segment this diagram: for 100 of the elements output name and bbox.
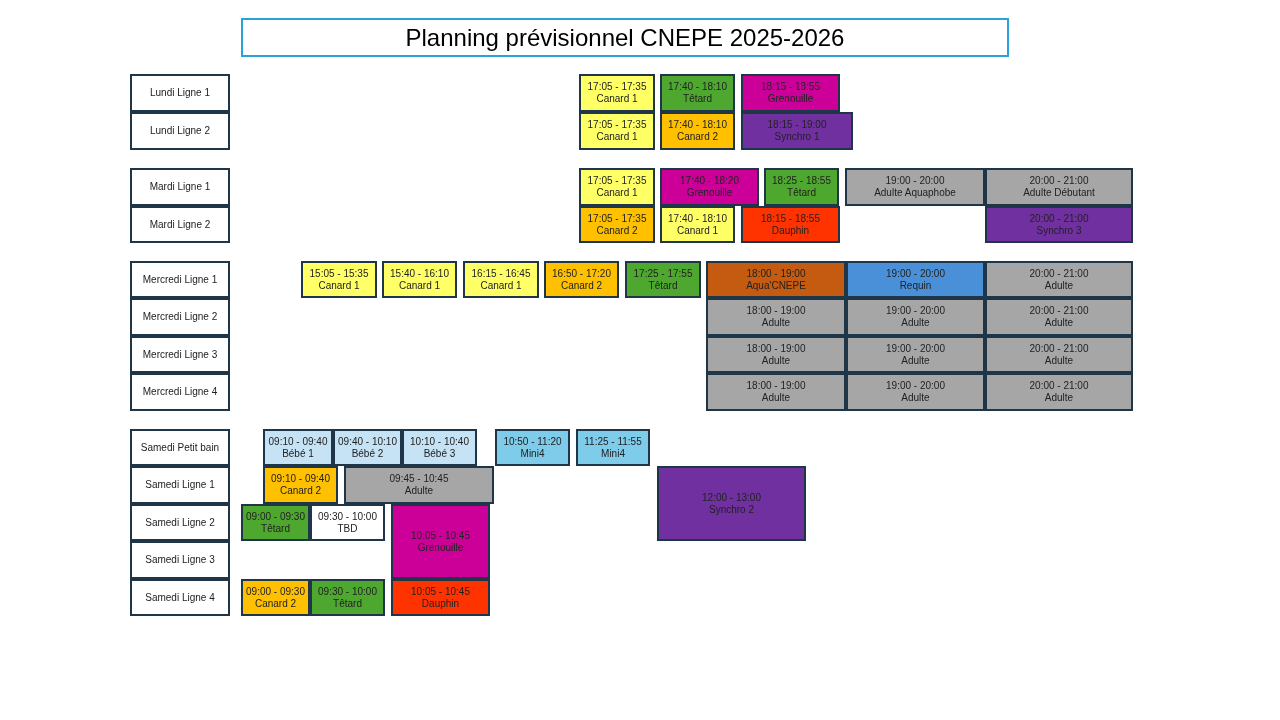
group-name: Adulte xyxy=(404,485,434,497)
time-range: 16:15 - 16:45 xyxy=(471,267,531,280)
time-range: 17:40 - 18:10 xyxy=(668,212,727,225)
session-block xyxy=(764,168,839,206)
lane-name: Mardi Ligne 2 xyxy=(149,218,211,231)
time-range: 17:05 - 17:35 xyxy=(587,175,647,187)
group-name: Adulte xyxy=(901,354,930,367)
session-block xyxy=(706,373,846,411)
session-block xyxy=(579,168,655,206)
time-range: 09:00 - 09:30 xyxy=(246,585,305,598)
lane-label-box xyxy=(130,206,230,243)
session-block xyxy=(310,504,385,541)
time-range: 10:05 - 10:45 xyxy=(411,529,470,542)
session-block xyxy=(985,336,1133,373)
time-range: 09:30 - 10:00 xyxy=(318,585,377,598)
session-block xyxy=(333,429,402,466)
time-range: 12:00 - 13:00 xyxy=(702,491,761,504)
session-block xyxy=(845,168,985,206)
lane-label-box xyxy=(130,261,230,298)
time-range: 18:15 - 18:55 xyxy=(761,212,820,225)
time-range: 19:00 - 20:00 xyxy=(886,267,945,280)
time-range: 10:10 - 10:40 xyxy=(410,435,469,448)
time-range: 18:00 - 19:00 xyxy=(746,267,806,280)
group-name: Adulte xyxy=(761,354,791,367)
session-block xyxy=(310,579,385,616)
group-name: Têtard xyxy=(261,522,290,535)
session-block xyxy=(846,336,985,373)
group-name: Canard 1 xyxy=(596,131,638,143)
session-block xyxy=(301,261,377,298)
session-block xyxy=(660,206,735,243)
session-block xyxy=(576,429,650,466)
lane-label-box xyxy=(130,74,230,112)
time-range: 17:05 - 17:35 xyxy=(587,212,647,225)
group-name: Grenouille xyxy=(686,187,733,199)
group-name: Adulte xyxy=(761,317,791,329)
group-name: Adulte xyxy=(1044,317,1074,329)
time-range: 20:00 - 21:00 xyxy=(1029,380,1089,392)
lane-label-box xyxy=(130,466,230,504)
group-name: Grenouille xyxy=(767,93,814,105)
time-range: 20:00 - 21:00 xyxy=(1029,175,1089,187)
session-block xyxy=(741,112,853,150)
group-name: Adulte xyxy=(1044,392,1074,404)
time-range: 20:00 - 21:00 xyxy=(1029,212,1089,225)
time-range: 15:05 - 15:35 xyxy=(309,267,369,280)
time-range: 10:50 - 11:20 xyxy=(503,435,562,448)
session-block xyxy=(657,466,806,541)
session-block xyxy=(391,504,490,579)
group-name: Canard 1 xyxy=(676,224,719,237)
lane-label-box xyxy=(130,541,230,579)
time-range: 18:00 - 19:00 xyxy=(746,305,806,317)
group-name: Bébé 1 xyxy=(282,447,314,460)
session-block xyxy=(241,579,310,616)
lane-label-box xyxy=(130,504,230,541)
lane-name: Lundi Ligne 2 xyxy=(149,125,211,137)
group-name: Canard 2 xyxy=(560,279,603,292)
group-name: Adulte xyxy=(901,317,930,329)
session-block xyxy=(985,298,1133,336)
time-range: 18:00 - 19:00 xyxy=(746,342,806,355)
lane-name: Mardi Ligne 1 xyxy=(149,181,211,193)
group-name: Canard 1 xyxy=(596,93,638,105)
session-block xyxy=(625,261,701,298)
lane-name: Samedi Ligne 1 xyxy=(145,479,215,491)
lane-name: Samedi Ligne 2 xyxy=(145,516,215,529)
group-name: Adulte xyxy=(1044,354,1074,367)
time-range: 16:50 - 17:20 xyxy=(552,267,611,280)
group-name: Synchro 2 xyxy=(709,503,754,516)
lane-label-box xyxy=(130,373,230,411)
session-block xyxy=(741,74,840,112)
group-name: Synchro 3 xyxy=(1036,224,1082,237)
group-name: Canard 1 xyxy=(596,187,638,199)
group-name: Adulte Débutant xyxy=(1023,187,1095,199)
lane-label-box xyxy=(130,579,230,616)
time-range: 09:00 - 09:30 xyxy=(246,510,305,523)
time-range: 09:10 - 09:40 xyxy=(271,473,330,485)
group-name: Requin xyxy=(899,279,932,292)
session-block xyxy=(495,429,570,466)
time-range: 17:25 - 17:55 xyxy=(633,267,693,280)
time-range: 19:00 - 20:00 xyxy=(886,342,945,355)
session-block xyxy=(985,373,1133,411)
group-name: Canard 2 xyxy=(279,485,322,497)
group-name: Mini4 xyxy=(520,447,545,460)
session-block xyxy=(706,336,846,373)
group-name: Adulte xyxy=(1044,279,1074,292)
session-block xyxy=(660,74,735,112)
session-block xyxy=(263,429,333,466)
time-range: 09:30 - 10:00 xyxy=(318,510,377,523)
session-block xyxy=(741,206,840,243)
group-name: Adulte xyxy=(761,392,791,404)
session-block xyxy=(402,429,477,466)
time-range: 20:00 - 21:00 xyxy=(1029,267,1089,280)
group-name: Aqua'CNEPE xyxy=(746,279,806,292)
time-range: 20:00 - 21:00 xyxy=(1029,305,1089,317)
session-block xyxy=(263,466,338,504)
time-range: 19:00 - 20:00 xyxy=(886,305,945,317)
time-range: 09:45 - 10:45 xyxy=(389,473,449,485)
lane-name: Lundi Ligne 1 xyxy=(149,87,211,99)
lane-name: Samedi Ligne 4 xyxy=(145,591,215,604)
group-name: Canard 2 xyxy=(254,597,297,610)
group-name: Dauphin xyxy=(421,597,460,610)
lane-label-box xyxy=(130,168,230,206)
